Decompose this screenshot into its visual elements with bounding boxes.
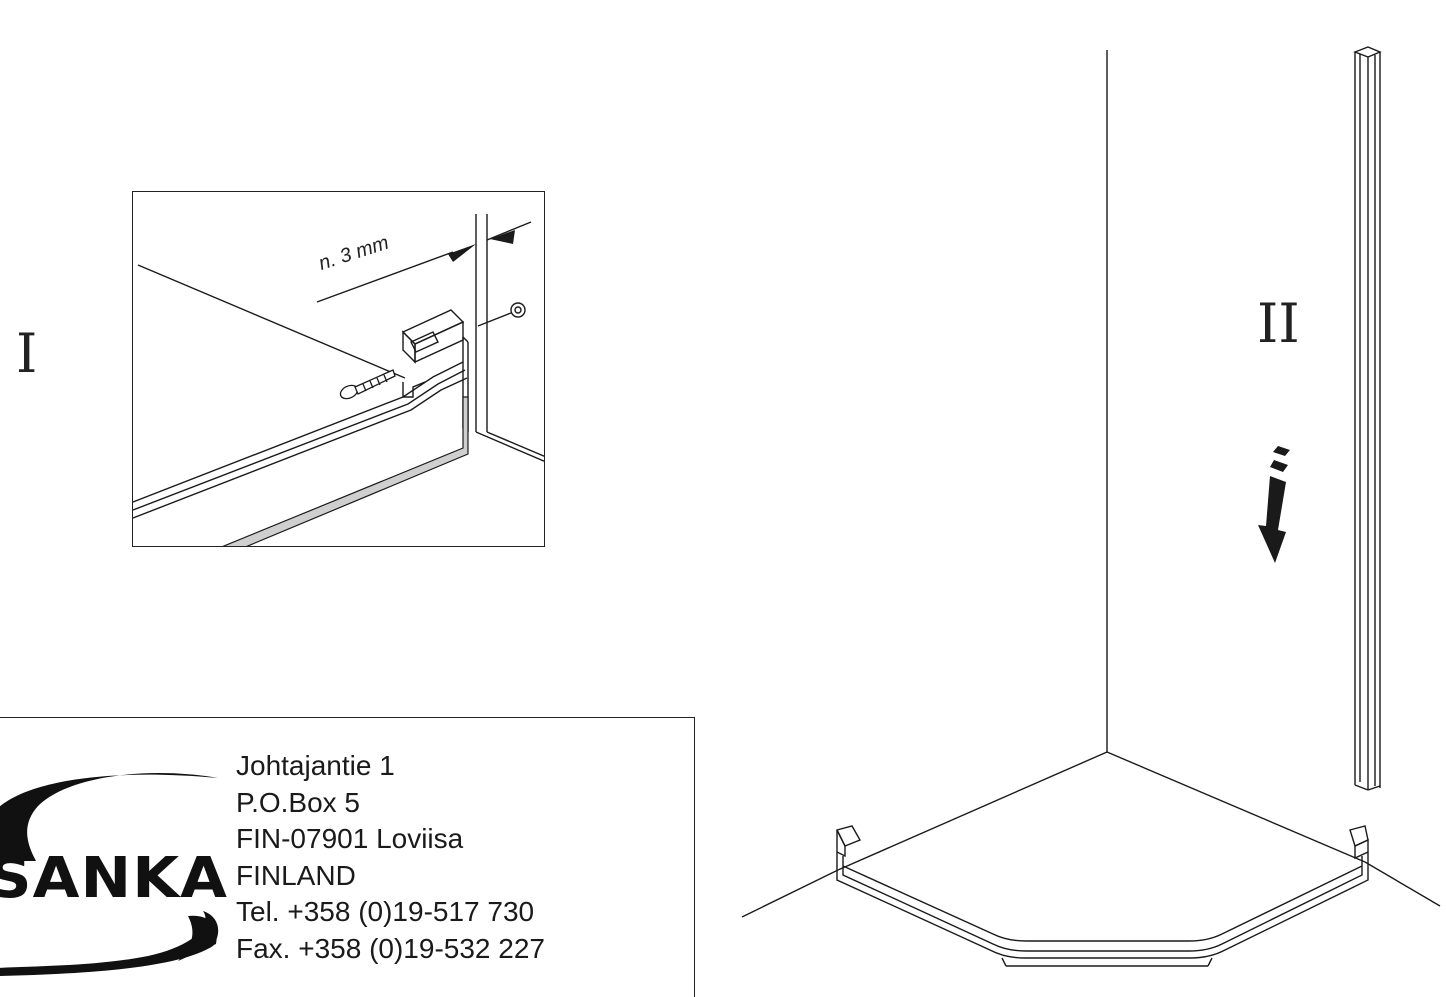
- screw-icon: [339, 369, 396, 400]
- step-number-one: I: [16, 322, 38, 385]
- detail-drawing: [133, 214, 544, 546]
- address-fax: Fax. +358 (0)19-532 227: [236, 932, 545, 964]
- address-postal: FIN-07901 Loviisa: [236, 823, 464, 854]
- address-phone: Tel. +358 (0)19-517 730: [236, 896, 535, 927]
- address-block: Johtajantie 1 P.O.Box 5 FIN-07901 Loviis…: [236, 748, 545, 967]
- address-po-box: P.O.Box 5: [236, 786, 361, 818]
- contact-box: SANKA Johtajantie 1 P.O.Box 5 FIN-07901 …: [0, 717, 695, 997]
- step-number-two: II: [1257, 292, 1300, 355]
- detail-illustration: n. 3 mm: [132, 191, 545, 547]
- address-street: Johtajantie 1: [236, 750, 395, 781]
- shower-corner-drawing: [741, 46, 1441, 967]
- address-country: FINLAND: [236, 859, 356, 891]
- down-arrow-icon: [1258, 446, 1290, 563]
- logo-wordmark: SANKA: [0, 846, 229, 911]
- sanka-logo: [0, 773, 219, 976]
